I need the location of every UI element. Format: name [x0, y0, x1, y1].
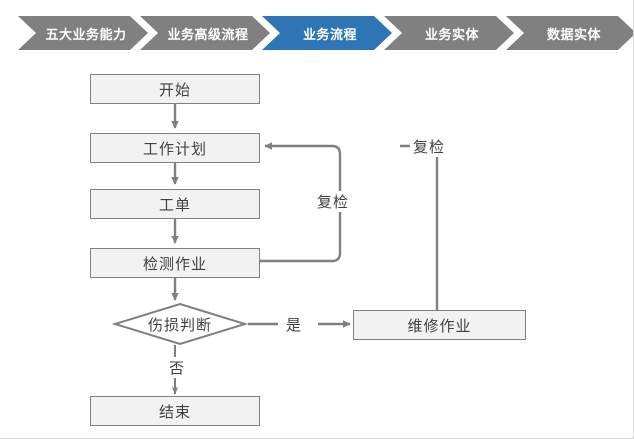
- node-work-order-label: 工单: [158, 196, 191, 214]
- diamond-shape: [111, 302, 249, 346]
- node-inspection-label: 检测作业: [142, 255, 207, 273]
- node-repair[interactable]: 维修作业: [353, 310, 526, 340]
- node-work-plan-label: 工作计划: [142, 140, 207, 158]
- node-start-label: 开始: [158, 81, 191, 99]
- node-damage-decision-label: 伤损判断: [147, 316, 212, 334]
- edge-label-no: 否: [166, 357, 189, 378]
- node-repair-label: 维修作业: [407, 317, 472, 335]
- breadcrumb-item-2[interactable]: 业务高级流程: [140, 16, 270, 50]
- edge-label-recheck-outer: 复检: [410, 136, 449, 157]
- breadcrumb-item-5-label: 数据实体: [546, 26, 601, 42]
- node-end[interactable]: 结束: [90, 396, 260, 426]
- breadcrumb-item-2-label: 业务高级流程: [167, 26, 249, 42]
- node-work-plan[interactable]: 工作计划: [90, 133, 260, 163]
- node-inspection[interactable]: 检测作业: [90, 248, 260, 278]
- breadcrumb-item-4-label: 业务实体: [424, 26, 479, 42]
- edge-label-yes: 是: [283, 314, 306, 335]
- breadcrumb-item-3[interactable]: 业务流程: [262, 16, 392, 50]
- node-start[interactable]: 开始: [90, 74, 260, 104]
- breadcrumb: 五大业务能力 业务高级流程 业务流程 业务实体 数据实体: [0, 16, 633, 50]
- node-end-label: 结束: [158, 403, 191, 421]
- edge-recheck-outer: [400, 144, 439, 310]
- node-work-order[interactable]: 工单: [90, 189, 260, 219]
- breadcrumb-item-3-label: 业务流程: [302, 26, 357, 42]
- edge-label-recheck-inner: 复检: [314, 191, 353, 212]
- breadcrumb-item-4[interactable]: 业务实体: [384, 16, 514, 50]
- node-damage-decision[interactable]: 伤损判断: [111, 302, 249, 346]
- breadcrumb-item-1-label: 五大业务能力: [45, 26, 127, 42]
- breadcrumb-item-5[interactable]: 数据实体: [506, 16, 633, 50]
- breadcrumb-item-1[interactable]: 五大业务能力: [18, 16, 148, 50]
